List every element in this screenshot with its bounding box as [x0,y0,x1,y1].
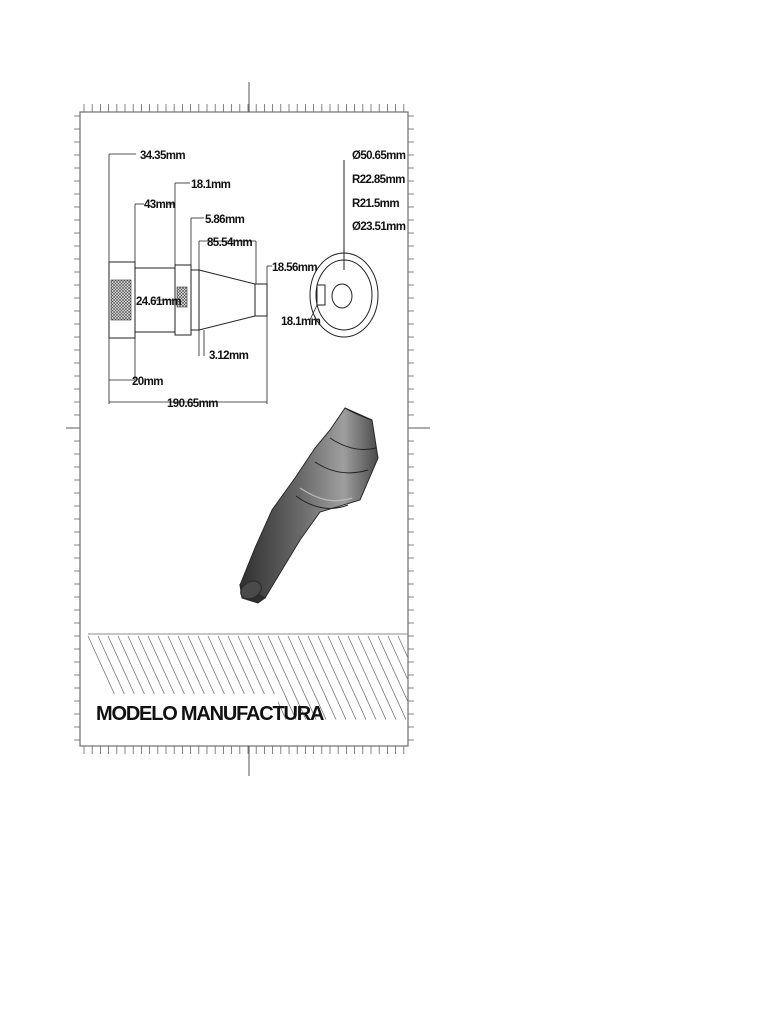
dim-43: 43mm [144,199,175,211]
dim-radius-21-5: R21.5mm [352,198,399,210]
hatch-line [327,635,367,720]
dim-190-65: 190.65mm [167,398,218,410]
hatch-line [377,635,409,703]
hatch-line [337,635,377,720]
frame-tick-marks [74,104,414,754]
dim-radius-22-85: R22.85mm [352,174,405,186]
hatch-line [287,635,327,720]
hatch-line [307,635,347,720]
sheet-frame [66,82,430,776]
dim-3-12: 3.12mm [209,350,249,362]
hatch-line [297,635,337,720]
hatch-line [317,635,357,720]
dim-diameter-50-65: Ø50.65mm [352,150,406,162]
dim-20: 20mm [132,376,163,388]
dim-diameter-23-51: Ø23.51mm [352,221,406,233]
hatch-line [347,635,387,720]
dimension-labels: 34.35mm 43mm 18.1mm 5.86mm 85.54mm 18.56… [132,150,406,410]
hatch-line [397,635,409,659]
hatch-line [367,635,407,720]
dim-34-35: 34.35mm [140,150,185,162]
hatch-line [247,635,287,720]
drawing-title: MODELO MANUFACTURA [96,703,324,725]
dim-5-86: 5.86mm [205,214,245,226]
dim-18-56: 18.56mm [272,262,317,274]
dimension-lines [108,153,318,404]
hatch-line [357,635,397,720]
dim-18-1-side: 18.1mm [281,316,321,328]
dim-18-1-top: 18.1mm [191,179,231,191]
dim-24-61: 24.61mm [136,296,181,308]
title-block: MODELO MANUFACTURA [87,633,409,725]
hatch-line [387,635,409,681]
part-side-view [108,261,268,339]
hatch-line [277,635,317,720]
hatch-line [267,635,307,720]
dim-85-54: 85.54mm [207,237,252,249]
part-3d-render [239,407,379,604]
hatch-line [257,635,297,720]
part-end-view [309,160,379,338]
